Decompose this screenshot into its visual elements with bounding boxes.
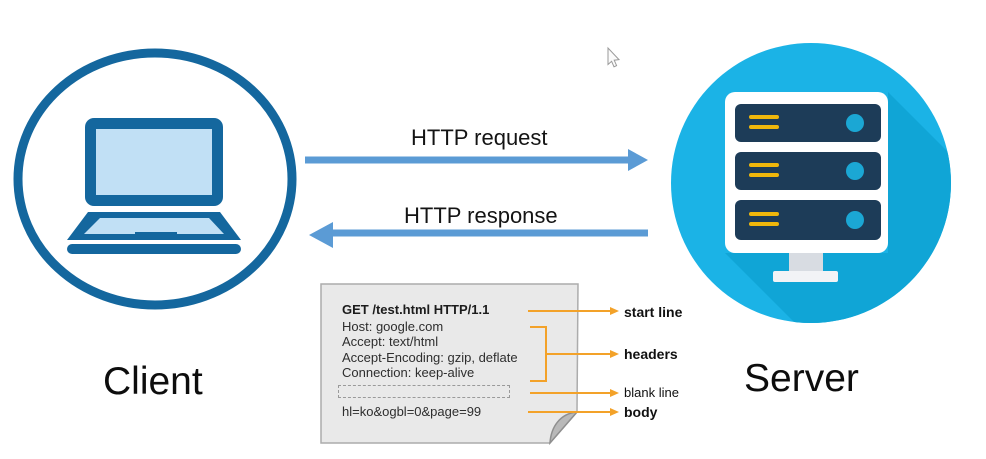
server-led-lines — [749, 115, 779, 226]
server-stand-neck — [789, 253, 823, 273]
note-blank-line-box — [338, 385, 510, 398]
server-rack-icon — [671, 43, 951, 323]
annotation-arrowheads — [610, 307, 619, 416]
http-request-arrow — [305, 149, 648, 171]
http-message-note-paper — [320, 283, 579, 446]
client-label: Client — [103, 360, 203, 403]
note-header-accept-encoding: Accept-Encoding: gzip, deflate — [342, 350, 518, 365]
annotation-connector-lines — [528, 310, 610, 413]
note-header-connection: Connection: keep-alive — [342, 365, 475, 380]
annotation-body: body — [624, 404, 658, 420]
client-laptop-icon — [13, 48, 297, 310]
annotation-blank-line: blank line — [624, 385, 679, 400]
http-response-label: HTTP response — [404, 203, 558, 228]
http-request-label: HTTP request — [411, 125, 548, 150]
note-start-line: GET /test.html HTTP/1.1 — [342, 302, 490, 317]
server-dot-buttons — [846, 114, 864, 229]
note-header-host: Host: google.com — [342, 319, 444, 334]
http-response-arrow — [309, 222, 648, 248]
server-stand-base — [773, 271, 838, 282]
note-header-accept: Accept: text/html — [342, 334, 439, 349]
server-label: Server — [744, 357, 859, 400]
mouse-cursor-icon — [607, 46, 621, 68]
annotation-headers: headers — [624, 346, 678, 362]
annotation-start-line: start line — [624, 304, 683, 320]
note-body-line: hl=ko&ogbl=0&page=99 — [342, 404, 482, 419]
